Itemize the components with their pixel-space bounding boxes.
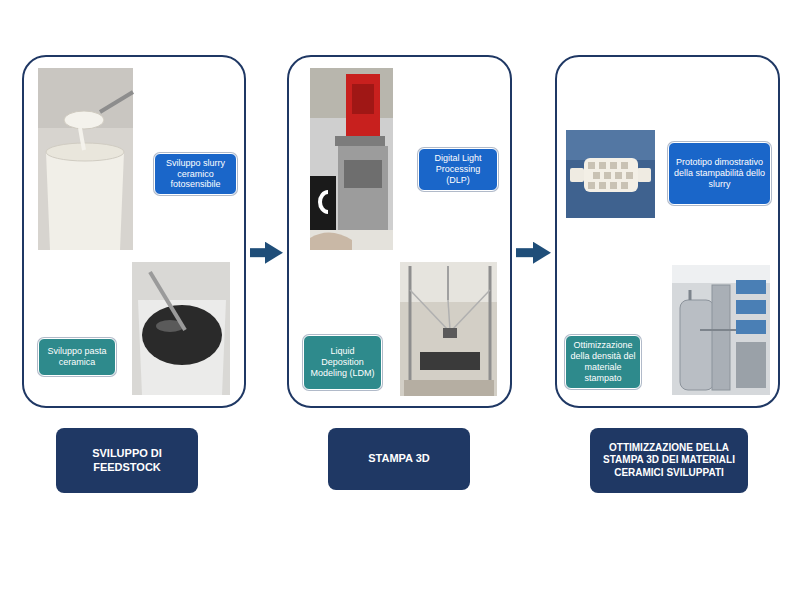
lattice-hole: [626, 172, 633, 179]
printer-head-detail: [352, 84, 374, 114]
equipment-photo: [672, 265, 770, 395]
frame-column: [489, 266, 492, 390]
lattice-hole: [621, 162, 628, 169]
flow-arrow: [516, 248, 537, 257]
stage-heading: STAMPA 3D: [328, 428, 470, 490]
lattice-body: [584, 158, 638, 192]
process-panel: OTTIMIZZAZIONE DELLA STAMPA 3D DEI MATER…: [555, 55, 780, 408]
photo-background: [566, 130, 655, 218]
photo-background: [38, 68, 133, 250]
process-label: Liquid Deposition Modeling (LDM): [303, 335, 382, 390]
label-text: Sviluppo slurry ceramico fotosensibile: [159, 158, 232, 190]
process-label: Prototipo dimostrativo della stampabilit…: [668, 142, 771, 205]
desk: [310, 230, 393, 250]
cabinet: [736, 342, 766, 388]
photo-background: [672, 265, 770, 395]
flow-arrow: [250, 248, 269, 257]
photo-background: [310, 68, 393, 250]
lattice-holes: [588, 162, 633, 189]
slurry-surface: [46, 143, 124, 161]
frame-column: [409, 266, 412, 390]
photo-background: [38, 68, 133, 128]
lattice-hole: [593, 172, 600, 179]
monitor-logo: [320, 192, 328, 212]
base: [404, 380, 494, 396]
label-text: Ottimizzazione della densità del materia…: [570, 340, 636, 383]
delta-arm: [448, 300, 450, 330]
spoon-handle: [100, 92, 133, 112]
printer-body: [338, 146, 388, 230]
pipe: [700, 329, 740, 331]
steel-column: [712, 285, 730, 390]
ldm-printer-photo: [400, 262, 497, 396]
print-bed: [420, 352, 480, 370]
label-text: Sviluppo pasta ceramica: [43, 346, 111, 368]
slurry-drip: [80, 128, 84, 150]
process-label: Digital Light Processing (DLP): [418, 148, 498, 191]
paste-shine: [156, 320, 184, 332]
photo-background: [400, 262, 497, 396]
tube-end: [570, 168, 584, 182]
hand: [310, 232, 352, 250]
lattice-hole: [599, 162, 606, 169]
spoon-bowl: [64, 111, 104, 129]
cup-body: [138, 300, 226, 395]
photo-background: [310, 68, 393, 118]
lattice-hole: [615, 172, 622, 179]
delta-arm: [452, 290, 490, 330]
dlp-printer-photo: [310, 68, 393, 250]
slurry-photo: [38, 68, 133, 250]
paste-surface: [142, 305, 222, 365]
delta-arm: [410, 290, 448, 330]
photo-background: [400, 262, 497, 302]
process-label: Sviluppo slurry ceramico fotosensibile: [154, 153, 237, 195]
printer-arm: [335, 136, 385, 146]
stage-heading: OTTIMIZZAZIONE DELLA STAMPA 3D DEI MATER…: [590, 428, 748, 493]
lattice-hole: [610, 162, 617, 169]
photo-background: [566, 130, 655, 160]
process-panel: STAMPA 3DDigital Light Processing (DLP)L…: [287, 55, 512, 408]
process-panel: SVILUPPO DI FEEDSTOCKSviluppo slurry cer…: [22, 55, 246, 408]
prototype-photo: [566, 130, 655, 218]
label-text: Prototipo dimostrativo della stampabilit…: [673, 157, 766, 189]
label-text: Liquid Deposition Modeling (LDM): [308, 346, 377, 378]
steel-tank: [680, 300, 714, 390]
blue-panel: [736, 280, 766, 294]
spatula: [150, 272, 185, 330]
paste-photo: [132, 262, 230, 395]
monitor: [310, 176, 336, 230]
process-label: Ottimizzazione della densità del materia…: [565, 335, 641, 389]
lattice-hole: [621, 182, 628, 189]
printer-head: [346, 74, 380, 136]
nozzle: [443, 328, 457, 338]
cup-body: [46, 152, 124, 250]
blue-panel: [736, 320, 766, 334]
blue-panel: [736, 300, 766, 314]
lattice-hole: [588, 182, 595, 189]
printer-window: [344, 160, 382, 188]
lattice-hole: [588, 162, 595, 169]
process-label: Sviluppo pasta ceramica: [38, 338, 116, 376]
tube-end: [637, 168, 651, 182]
lattice-hole: [599, 182, 606, 189]
stage-heading: SVILUPPO DI FEEDSTOCK: [56, 428, 198, 493]
photo-background: [132, 262, 230, 395]
pipe: [689, 290, 692, 300]
lattice-hole: [604, 172, 611, 179]
label-text: Digital Light Processing (DLP): [423, 153, 493, 185]
lattice-hole: [610, 182, 617, 189]
ceiling: [672, 265, 770, 283]
frame-column: [447, 266, 449, 300]
